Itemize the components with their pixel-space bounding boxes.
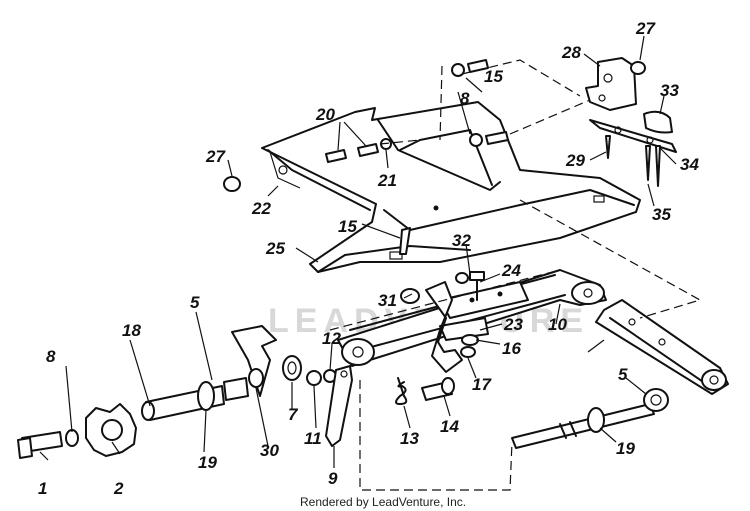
callout-27-right: 27 xyxy=(635,19,656,38)
leader-lines xyxy=(39,35,702,491)
callout-33: 33 xyxy=(660,81,679,100)
washer-11-12 xyxy=(306,369,337,386)
credit-text: Rendered by LeadVenture, Inc. xyxy=(300,495,466,509)
plate-34 xyxy=(589,119,677,153)
callout-32: 32 xyxy=(452,231,471,250)
callout-labels: 1 2 5 5 7 8 8 9 10 11 12 13 14 15 15 16 … xyxy=(38,19,699,498)
link-9 xyxy=(325,365,353,447)
callout-21: 21 xyxy=(377,171,397,190)
callout-14: 14 xyxy=(440,417,459,436)
frame-part xyxy=(261,101,641,273)
callout-35: 35 xyxy=(652,205,671,224)
callout-8-top: 8 xyxy=(460,89,470,108)
callout-10: 10 xyxy=(548,315,567,334)
callout-17: 17 xyxy=(472,375,492,394)
bracket-30 xyxy=(231,325,277,397)
callout-12: 12 xyxy=(322,329,341,348)
callout-18: 18 xyxy=(122,321,141,340)
callout-7: 7 xyxy=(288,405,299,424)
callout-31: 31 xyxy=(378,291,397,310)
bolt-32 xyxy=(455,271,485,301)
axle-support-part xyxy=(337,269,607,367)
callout-13: 13 xyxy=(400,429,419,448)
callout-25: 25 xyxy=(265,239,285,258)
callout-20: 20 xyxy=(315,105,335,124)
screw-29 xyxy=(605,135,611,159)
screws-35 xyxy=(645,145,661,187)
bolt-14 xyxy=(421,377,455,401)
axle-bolt-right xyxy=(511,388,669,449)
bolt-15 xyxy=(399,227,411,255)
nut-27-left xyxy=(223,176,241,192)
callout-19-left: 19 xyxy=(198,453,217,472)
arm-part xyxy=(595,299,729,395)
nut-27-right xyxy=(630,61,646,75)
nut-16 xyxy=(460,334,479,358)
hook-part xyxy=(400,281,463,373)
callout-34: 34 xyxy=(680,155,699,174)
callout-19-right: 19 xyxy=(616,439,635,458)
spring-13 xyxy=(395,377,408,405)
callout-5-right: 5 xyxy=(618,365,628,384)
callout-15-top: 15 xyxy=(484,67,503,86)
callout-9: 9 xyxy=(328,469,338,488)
callout-23: 23 xyxy=(503,315,523,334)
callout-1: 1 xyxy=(38,479,47,498)
knob-33 xyxy=(643,110,673,134)
callout-29: 29 xyxy=(565,151,585,170)
callout-30: 30 xyxy=(260,441,279,460)
callout-16: 16 xyxy=(502,339,521,358)
callout-11: 11 xyxy=(304,429,322,448)
callout-27-left: 27 xyxy=(205,147,226,166)
callout-28: 28 xyxy=(561,43,581,62)
callout-2: 2 xyxy=(113,479,124,498)
plate-28 xyxy=(585,57,637,111)
callout-15-mid: 15 xyxy=(338,217,357,236)
callout-8-left: 8 xyxy=(46,347,56,366)
callout-5-left: 5 xyxy=(190,293,200,312)
callout-24: 24 xyxy=(501,261,521,280)
fastener-20 xyxy=(325,143,379,163)
spindle-assembly xyxy=(17,355,302,459)
callout-22: 22 xyxy=(251,199,271,218)
